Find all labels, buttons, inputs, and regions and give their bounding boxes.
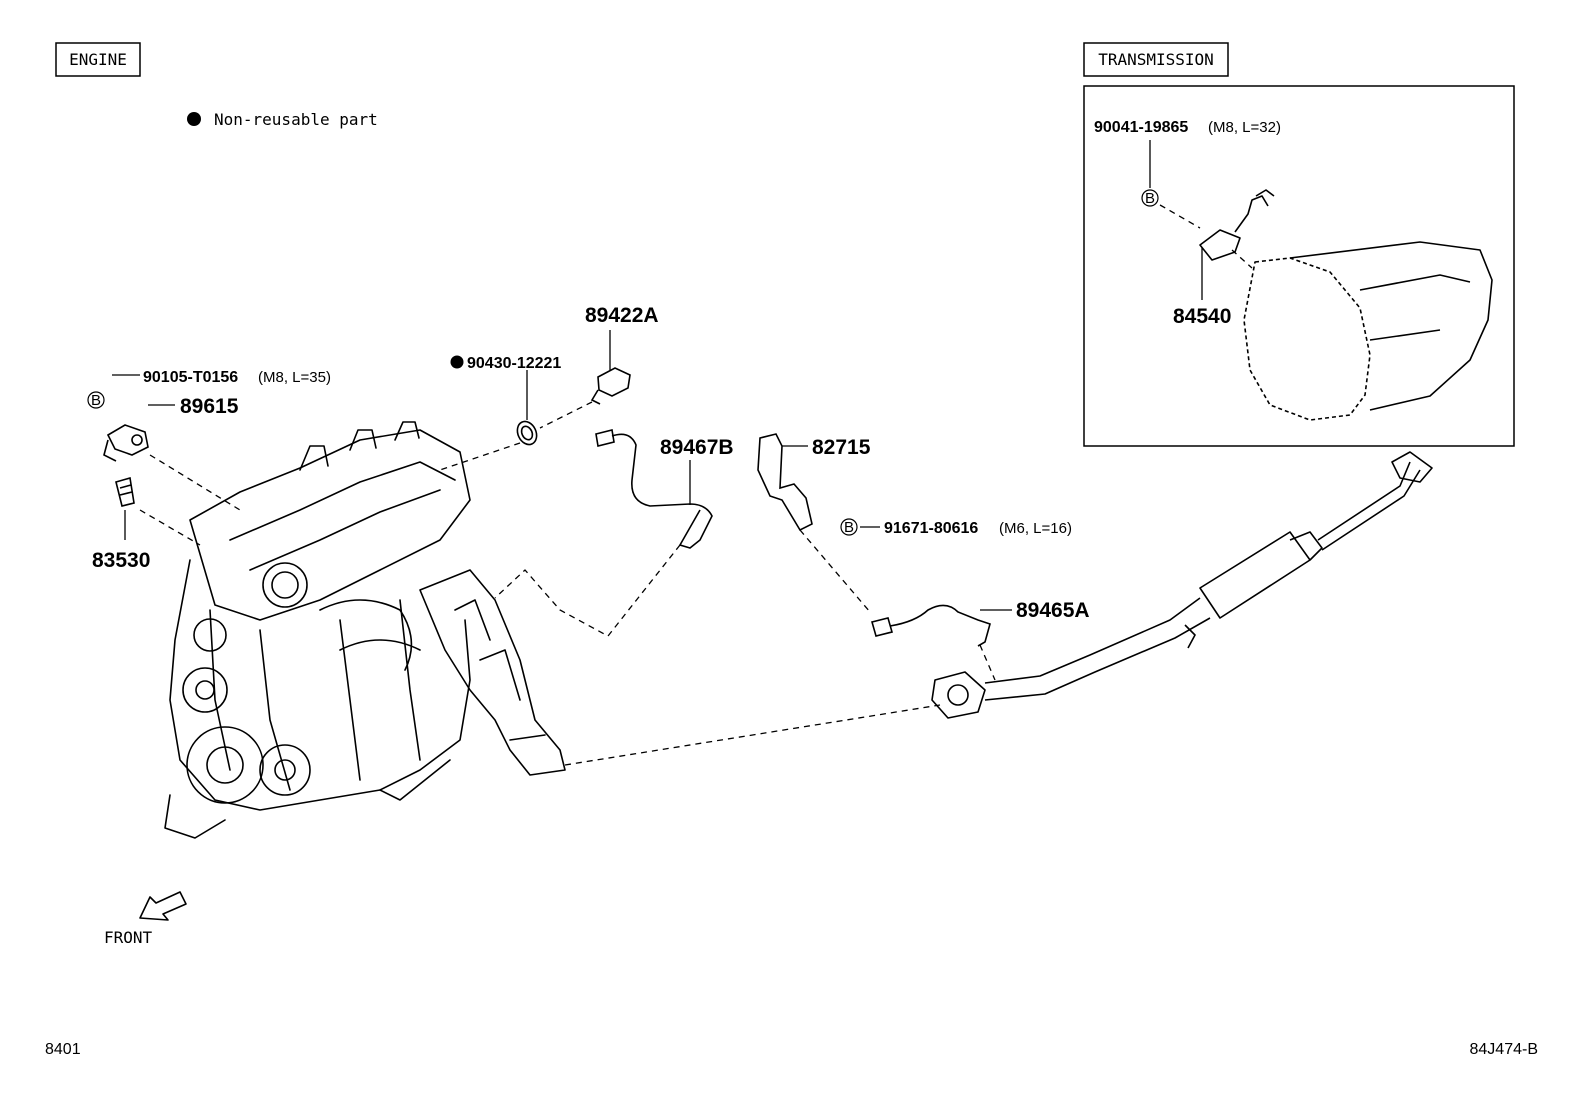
bolt-marker-2: B [840, 518, 858, 536]
bolt-marker-2-text: B [844, 519, 854, 536]
part-90105-spec: (M8, L=35) [258, 369, 331, 386]
knock-sensor-89615 [103, 424, 149, 462]
part-83530-label: 83530 [92, 549, 150, 572]
bracket-82715 [757, 433, 813, 532]
part-91671-label: 91671-80616 [884, 520, 978, 537]
bolt-marker-1: B [87, 391, 105, 409]
oxygen-sensor-89467B [595, 429, 713, 549]
part-89465A-label: 89465A [1016, 599, 1090, 622]
legend-text: Non-reusable part [214, 110, 378, 129]
footer-left-code: 8401 [45, 1041, 81, 1058]
transmission-section-label: TRANSMISSION [1083, 42, 1229, 77]
part-82715-label: 82715 [812, 436, 871, 459]
engine-illustration [164, 421, 566, 839]
front-label: FRONT [104, 928, 153, 947]
engine-label-text: ENGINE [69, 50, 127, 69]
legend: Non-reusable part [187, 110, 378, 129]
non-reusable-90430-icon [450, 355, 464, 369]
transmission-illustration [1199, 189, 1493, 421]
part-84540-label: 84540 [1173, 305, 1231, 328]
bolt-marker-3: B [1141, 189, 1159, 207]
part-89615-label: 89615 [180, 395, 239, 418]
footer-right-code: 84J474-B [1470, 1041, 1539, 1058]
part-90105-label: 90105-T0156 [143, 369, 238, 386]
bolt-marker-1-text: B [91, 392, 101, 409]
part-90041-label: 90041-19865 [1094, 119, 1188, 136]
leader-lines [112, 140, 1253, 766]
part-89467B-label: 89467B [660, 436, 734, 459]
exhaust-pipe [931, 451, 1433, 719]
transmission-label-text: TRANSMISSION [1098, 50, 1214, 69]
part-90430-label: 90430-12221 [467, 355, 561, 372]
part-90041-spec: (M8, L=32) [1208, 119, 1281, 136]
cam-sensor-89422A [590, 367, 631, 405]
oxygen-sensor-89465A [871, 604, 991, 647]
front-arrow-icon [139, 891, 187, 921]
non-reusable-bullet-icon [187, 112, 201, 126]
transmission-frame [1083, 85, 1515, 447]
part-89422A-label: 89422A [585, 304, 659, 327]
engine-section-label: ENGINE [55, 42, 141, 77]
o-ring-90430 [516, 420, 538, 446]
bolt-marker-3-text: B [1145, 190, 1155, 207]
sensor-83530 [115, 476, 135, 507]
part-91671-spec: (M6, L=16) [999, 520, 1072, 537]
